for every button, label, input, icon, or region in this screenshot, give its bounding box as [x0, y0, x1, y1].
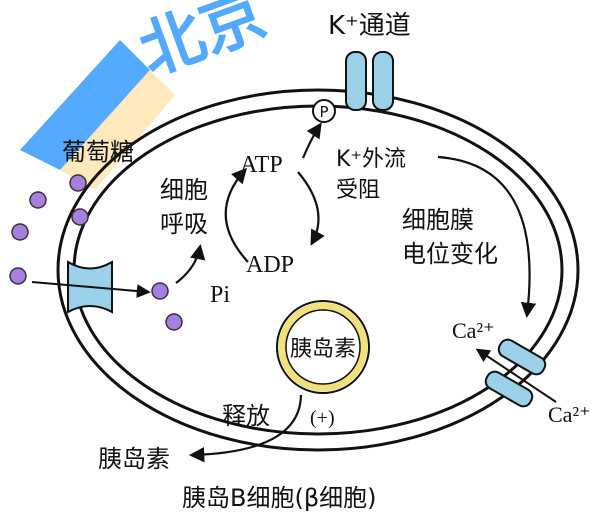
respiration-label-2: 呼吸 — [160, 210, 208, 238]
caption: 胰岛B细胞(β细胞) — [182, 484, 377, 512]
glucose-label: 葡萄糖 — [62, 138, 134, 166]
respiration-label-1: 细胞 — [160, 176, 208, 204]
phosphate-marker: P — [312, 99, 336, 123]
glucose-entry-arrow — [31, 281, 151, 299]
cell-membrane-outer — [56, 88, 580, 452]
blocked-label: 受阻 — [336, 178, 380, 203]
plus-label: (+) — [310, 407, 335, 429]
k-channel-label: K⁺通道 — [328, 11, 411, 41]
glucose-molecule — [69, 174, 87, 192]
atp-to-channel-arrow — [301, 122, 322, 159]
adp-to-atp-arrow — [224, 167, 249, 263]
to-respiration-arrow — [175, 243, 206, 284]
watermark-logo: 北京 — [20, 0, 276, 190]
glucose-molecule — [9, 267, 27, 285]
insulin-vesicle — [276, 300, 370, 394]
release-label: 释放 — [222, 402, 270, 430]
atp-to-adp-arrow — [297, 171, 325, 246]
pi-label: Pi — [210, 282, 230, 308]
insulin-out-label: 胰岛素 — [98, 445, 170, 473]
glucose-molecule — [165, 313, 183, 331]
membrane-potential-label-1: 细胞膜 — [402, 206, 474, 234]
adp-label: ADP — [246, 252, 294, 278]
watermark-text: 北京 — [130, 0, 276, 90]
atp-label: ATP — [240, 152, 283, 178]
potential-change-arrow — [437, 155, 537, 319]
k-efflux-label: K⁺外流 — [336, 147, 406, 172]
ca-channel — [484, 338, 547, 408]
ca-outside-label: Ca²⁺ — [548, 402, 591, 427]
ca-inside-label: Ca²⁺ — [452, 318, 495, 343]
ca-influx-arrow — [475, 348, 557, 403]
glucose-molecule — [151, 282, 169, 300]
glucose-molecules — [9, 174, 183, 331]
phosphate-label: P — [319, 103, 328, 121]
insulin-vesicle-label: 胰岛素 — [290, 337, 356, 362]
glucose-molecule — [71, 208, 89, 226]
k-channel — [345, 51, 394, 111]
glucose-molecule — [11, 223, 29, 241]
membrane-potential-label-2: 电位变化 — [402, 240, 498, 268]
release-arrow — [188, 394, 303, 463]
glucose-molecule — [29, 191, 47, 209]
